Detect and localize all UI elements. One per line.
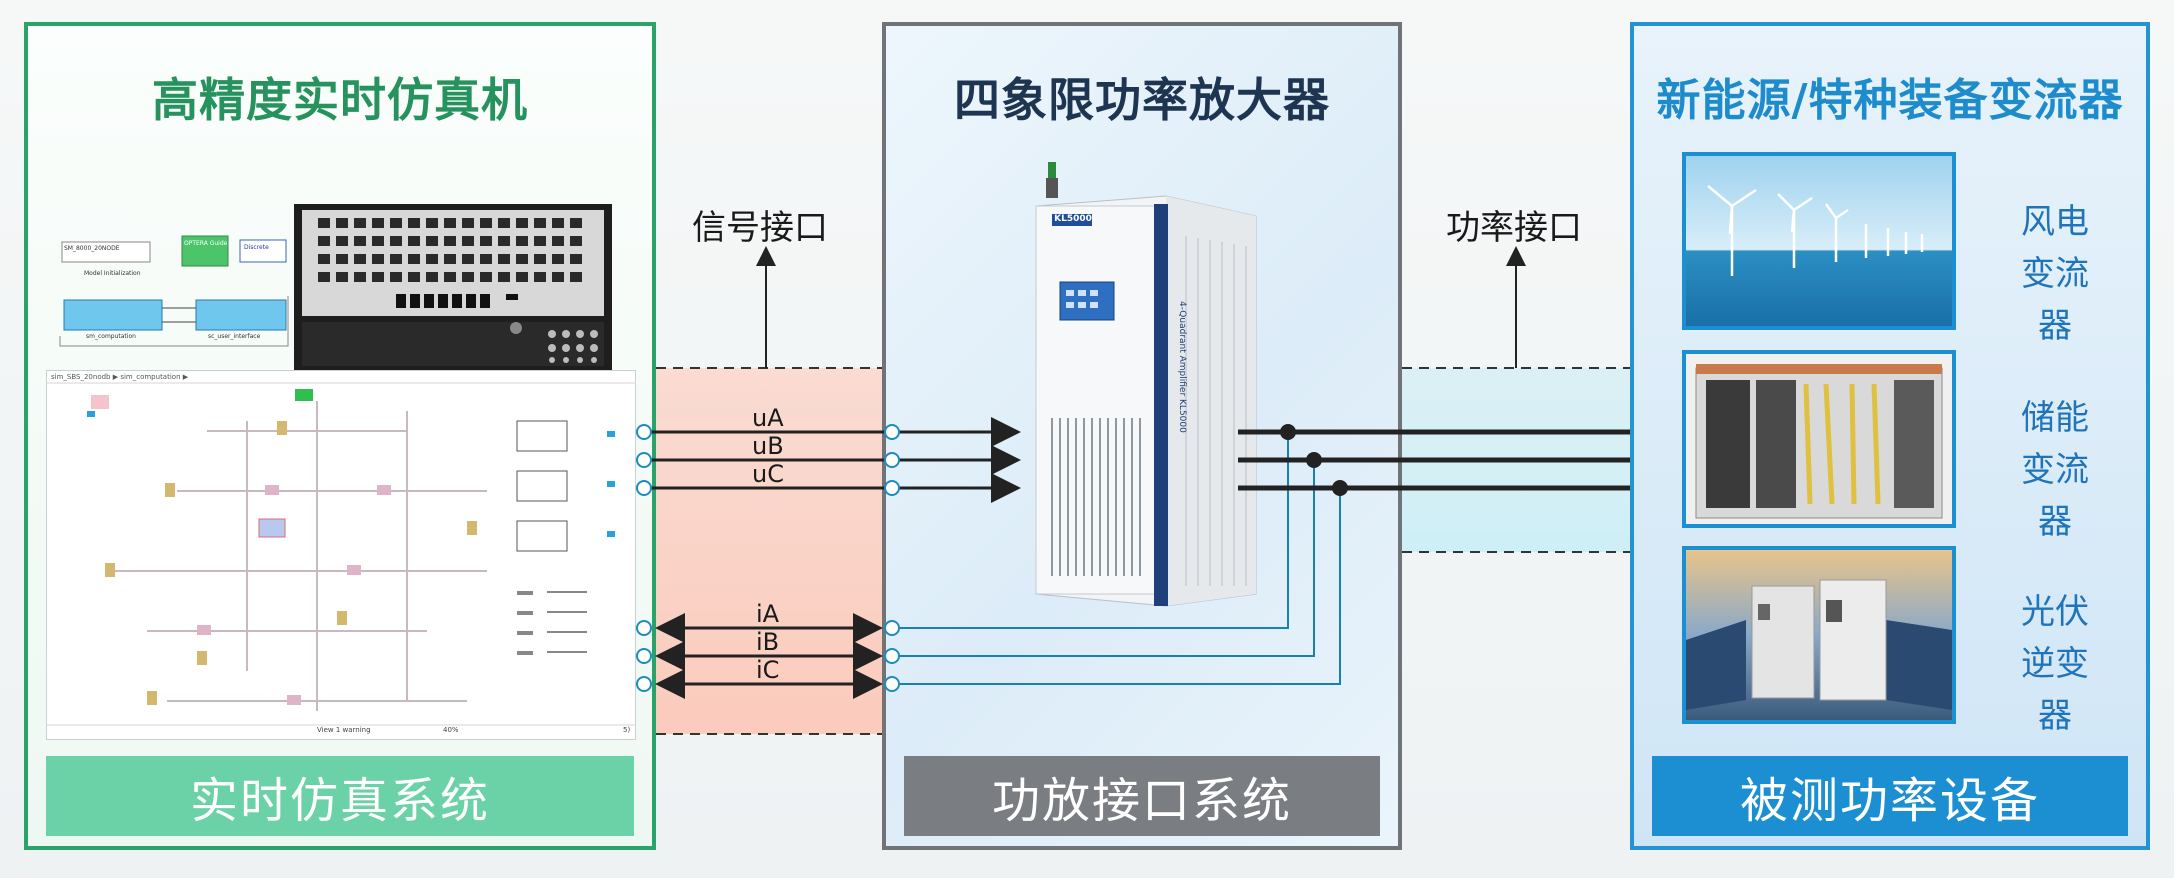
wind-turbine-icon [1686,156,1952,326]
power-grid-model-icon [47,382,635,726]
simulator-rack-image [294,204,612,370]
wire-label-ia: iA [756,600,780,628]
model-status-right: 5) [623,726,631,734]
panel-title: 新能源/特种装备变流器 [1656,75,2124,126]
solar-inverter-icon [1686,550,1952,720]
wire-label-ic: iC [756,656,780,684]
panel-footer: 功放接口系统 [904,756,1380,836]
voltage-reference-lines [650,417,1021,503]
device-label-line2: 逆变器 [2021,644,2089,736]
mini-block-label: sc_user_interface [208,333,261,340]
device-label-pv: 光伏 逆变器 [2010,586,2100,742]
model-top-level-diagram: SM_8000_20NODE OPTERA Guide Discrete Mod… [58,226,290,372]
mini-block-label: Discrete [244,244,269,251]
solar-inverter-photo [1682,546,1956,724]
model-zoom-text: 40% [443,726,459,734]
panel-title: 四象限功率放大器 [954,73,1330,127]
device-label-line1: 储能 [2021,398,2089,438]
current-feedback-lines [655,613,883,699]
energy-storage-icon [1686,354,1952,524]
power-output-bus [1238,429,1630,491]
amplifier-cabinet-image: KL5000 4-Quadrant Amplifier KL5000 [1026,156,1266,616]
mini-block-label: OPTERA Guide [184,240,228,247]
rack-icon [294,204,612,370]
panel-title: 高精度实时仿真机 [152,73,528,127]
wire-label-ub: uB [752,432,784,460]
wind-turbine-photo [1682,152,1956,330]
simulation-model-screenshot: sim_SBS_20nodb ▶ sim_computation ▶ [46,370,636,740]
four-quadrant-amplifier-panel: 四象限功率放大器 KL5000 4-Quadrant Amplifier KL5… [882,22,1402,850]
energy-storage-cabinet-photo [1682,350,1956,528]
panel-footer: 被测功率设备 [1652,756,2128,836]
wire-label-ua: uA [752,404,784,432]
device-label-line1: 风电 [2021,202,2089,242]
device-label-storage: 储能 变流器 [2010,392,2100,548]
current-measurement-paths [892,432,1341,685]
mini-block-label: SM_8000_20NODE [64,245,120,252]
mini-caption: Model Initialization [84,270,141,277]
mini-block-label: sm_computation [86,333,136,340]
panel-footer: 实时仿真系统 [46,756,634,836]
device-label-line2: 变流器 [2021,254,2089,346]
device-label-wind: 风电 变流器 [2010,196,2100,352]
bus-junction-dots [1280,424,1348,496]
amplifier-cabinet-icon [1035,162,1257,607]
power-interface-label: 功率接口 [1446,208,1582,248]
interface-boundaries [656,367,1630,735]
wire-label-uc: uC [752,460,784,488]
model-status-text: View 1 warning [317,726,371,734]
signal-interface-label: 信号接口 [692,208,828,248]
model-blocks-icon [59,235,289,347]
realtime-simulator-panel: 高精度实时仿真机 SM_8000_20NODE OPTERA Guide Dis… [24,22,656,850]
device-label-line1: 光伏 [2021,592,2089,632]
device-label-line2: 变流器 [2021,450,2089,542]
model-breadcrumb: sim_SBS_20nodb ▶ sim_computation ▶ [51,373,189,381]
terminal-circles [636,424,900,692]
wire-label-ib: iB [756,628,780,656]
amplifier-brand-label: KL5000 [1054,214,1092,224]
